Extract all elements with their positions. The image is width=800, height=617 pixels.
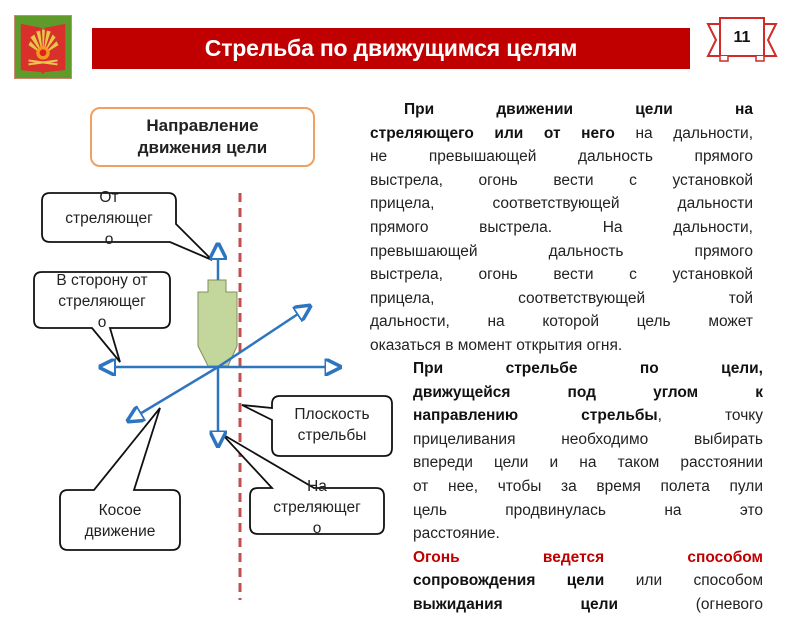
callout-toward-shooter: На стреляющег о [250, 476, 384, 539]
callout-line: о [97, 314, 107, 331]
text-line: оказаться в момент открытия огня. [370, 336, 623, 354]
target-figure [197, 279, 238, 367]
ribbon-icon [706, 17, 778, 62]
movement-direction-diagram: От стреляющег о В сторону от стреляющег … [0, 170, 400, 600]
callout-line: Плоскость [294, 406, 370, 423]
text-line: прицела, соответствующей дальности [370, 195, 753, 213]
callout-line: В сторону от [56, 272, 148, 289]
callout-firing-plane-bubble [241, 395, 393, 457]
page-number-badge: 11 [706, 14, 778, 70]
text-line: движущейся под углом к [413, 381, 763, 405]
paragraph-oblique-movement: При стрельбе по цели, движущейся под угло… [413, 357, 763, 617]
paragraph-head-on-movement: При движении цели на стреляющего или от н… [370, 98, 753, 358]
text-line: от нее, чтобы за время полета пули [413, 477, 763, 495]
bold-text: стреляющего или от него [370, 124, 615, 142]
text-line: При движении цели на [370, 98, 753, 122]
arrow-oblique-up [217, 306, 310, 369]
text-line: При стрельбе по цели, [413, 357, 763, 381]
text-line: выжидания цели (огневого [413, 595, 763, 613]
callout-toward-bubble [221, 433, 385, 535]
callout-line: Косое [98, 502, 142, 519]
callout-away-from-shooter: В сторону от стреляющег о [34, 270, 170, 333]
bold-text: выжидания цели [413, 595, 618, 613]
academy-emblem-icon [14, 15, 72, 79]
text-line: выстрела, огонь вести с установкой [370, 266, 753, 284]
text-line: дальности, на которой цель может [370, 313, 753, 331]
callout-from-shooter-bubble [41, 192, 213, 261]
text-line: расстояние. [413, 525, 500, 543]
callout-line: о [104, 231, 114, 248]
bold-text: сопровождения цели [413, 572, 605, 590]
callout-line: движение [84, 523, 156, 540]
callout-line: стреляющег [273, 499, 361, 516]
callout-from-shooter: От стреляющег о [42, 187, 176, 250]
text-line: направлению стрельбы, точку [413, 407, 763, 425]
text-line: прямого выстрела. На дальности, [370, 218, 753, 236]
callout-line: о [312, 520, 322, 537]
text-line: прицеливания необходимо выбирать [413, 430, 763, 448]
bold-text: При движении цели на [404, 101, 753, 118]
callout-line: От [99, 189, 119, 206]
text-line: превышающей дальность прямого [370, 242, 753, 260]
text-line: выстрела, огонь вести с установкой [370, 171, 753, 189]
text-line: стреляющего или от него на дальности, [370, 124, 753, 142]
text-line: прицела, соответствующей той [370, 289, 753, 307]
text-line: цель продвинулась на это [413, 501, 763, 519]
text-line: не превышающей дальность прямого [370, 148, 753, 166]
callout-oblique: Косое движение [60, 500, 180, 542]
callout-line: На [307, 478, 327, 495]
text-line: впереди цели и на таком расстоянии [413, 454, 763, 472]
title-bar: Стрельба по движущимся целям [92, 28, 690, 69]
fire-method-heading: Огонь ведется способом [413, 548, 763, 566]
callout-firing-plane: Плоскость стрельбы [272, 404, 392, 446]
arrow-oblique-down [128, 365, 219, 421]
callout-oblique-bubble [59, 407, 181, 551]
page-number: 11 [733, 29, 751, 46]
bold-text: При стрельбе по цели, [413, 360, 763, 377]
callout-line: стреляющег [58, 293, 146, 310]
callout-line: стреляющег [65, 210, 153, 227]
direction-heading-line2: движения цели [137, 138, 268, 157]
text-line: сопровождения цели или способом [413, 572, 763, 590]
bold-text: движущейся под углом к [413, 383, 763, 401]
page-title: Стрельба по движущимся целям [204, 35, 578, 61]
callout-away-bubble [33, 271, 171, 363]
direction-heading-box: Направление движения цели [90, 107, 315, 167]
direction-heading-line1: Направление [146, 116, 259, 135]
callout-line: стрельбы [297, 427, 367, 444]
bold-text: направлению стрельбы [413, 407, 658, 425]
